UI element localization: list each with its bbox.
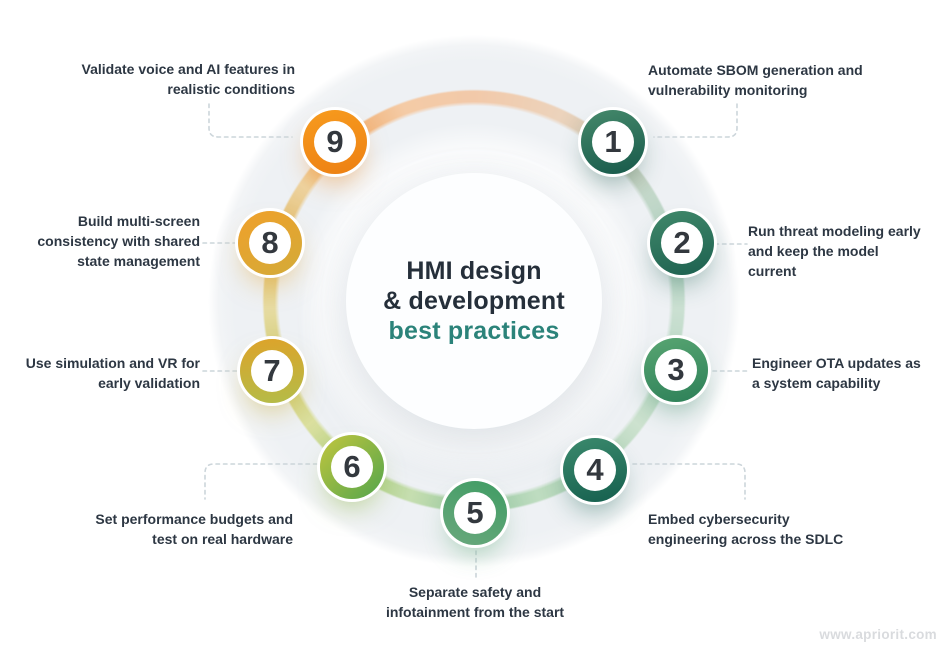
label-line: consistency with shared bbox=[37, 233, 200, 249]
step-ring-3 bbox=[644, 338, 708, 402]
step-node-5: 5 bbox=[443, 481, 507, 545]
step-core-5 bbox=[454, 492, 496, 534]
step-number-9: 9 bbox=[326, 124, 344, 159]
step-core-3 bbox=[655, 349, 697, 391]
label-line: test on real hardware bbox=[152, 531, 293, 547]
step-node-7: 7 bbox=[240, 339, 304, 403]
step-ring-1 bbox=[581, 110, 645, 174]
step-core-6 bbox=[331, 446, 373, 488]
step-node-6: 6 bbox=[320, 435, 384, 499]
step-node-8: 8 bbox=[238, 211, 302, 275]
step-label-6: Set performance budgets and test on real… bbox=[95, 509, 293, 549]
step-node-3: 3 bbox=[644, 338, 708, 402]
step-label-1: Automate SBOM generation and vulnerabili… bbox=[648, 60, 863, 100]
step-ring-4 bbox=[563, 438, 627, 502]
step-ring-2 bbox=[650, 211, 714, 275]
step-core-7 bbox=[251, 350, 293, 392]
connector-4 bbox=[632, 463, 746, 500]
label-line: vulnerability monitoring bbox=[648, 82, 808, 98]
step-label-4: Embed cybersecurity engineering across t… bbox=[648, 509, 843, 549]
step-number-8: 8 bbox=[261, 225, 279, 260]
title-line-1: HMI design bbox=[406, 257, 542, 285]
step-ring-5 bbox=[443, 481, 507, 545]
connector-6 bbox=[204, 463, 318, 500]
label-line: state management bbox=[77, 253, 200, 269]
step-label-3: Engineer OTA updates as a system capabil… bbox=[752, 353, 921, 393]
step-core-4 bbox=[574, 449, 616, 491]
step-label-2: Run threat modeling early and keep the m… bbox=[748, 221, 921, 281]
step-ring-9 bbox=[303, 110, 367, 174]
label-line: Separate safety and bbox=[408, 584, 542, 600]
step-number-2: 2 bbox=[673, 225, 691, 260]
step-label-5: Separate safety and infotainment from th… bbox=[386, 582, 564, 622]
label-line: Use simulation and VR for bbox=[25, 355, 200, 371]
label-line: infotainment from the start bbox=[385, 604, 565, 620]
connector-9 bbox=[208, 103, 293, 138]
step-core-8 bbox=[249, 222, 291, 264]
step-node-4: 4 bbox=[563, 438, 627, 502]
label-line: engineering across the SDLC bbox=[648, 531, 844, 547]
connector-1 bbox=[653, 103, 738, 138]
step-number-6: 6 bbox=[343, 449, 361, 484]
label-line: Build multi-screen bbox=[77, 213, 200, 229]
step-number-7: 7 bbox=[263, 353, 281, 388]
label-line: Set performance budgets and bbox=[95, 511, 293, 527]
title-line-3: best practices bbox=[388, 317, 560, 345]
label-line: realistic conditions bbox=[167, 81, 295, 97]
step-ring-6 bbox=[320, 435, 384, 499]
label-line: early validation bbox=[98, 375, 200, 391]
step-node-2: 2 bbox=[650, 211, 714, 275]
label-line: Validate voice and AI features in bbox=[81, 61, 295, 77]
step-label-9: Validate voice and AI features in realis… bbox=[82, 59, 295, 99]
step-core-2 bbox=[661, 222, 703, 264]
step-label-8: Build multi-screen consistency with shar… bbox=[37, 211, 200, 271]
step-ring-7 bbox=[240, 339, 304, 403]
title-line-2: & development bbox=[383, 287, 565, 315]
label-line: current bbox=[748, 263, 797, 279]
label-line: Run threat modeling early bbox=[748, 223, 921, 239]
label-line: a system capability bbox=[752, 375, 881, 391]
step-label-7: Use simulation and VR for early validati… bbox=[26, 353, 200, 393]
step-number-5: 5 bbox=[466, 495, 484, 530]
step-core-9 bbox=[314, 121, 356, 163]
label-line: and keep the model bbox=[748, 243, 879, 259]
step-node-1: 1 bbox=[581, 110, 645, 174]
step-number-1: 1 bbox=[604, 124, 622, 159]
watermark-url: www.apriorit.com bbox=[819, 627, 937, 642]
label-line: Engineer OTA updates as bbox=[752, 355, 921, 371]
step-node-9: 9 bbox=[303, 110, 367, 174]
page-title: HMI design & development best practices bbox=[383, 256, 565, 346]
step-number-3: 3 bbox=[667, 352, 685, 387]
step-ring-8 bbox=[238, 211, 302, 275]
label-line: Embed cybersecurity bbox=[648, 511, 790, 527]
step-core-1 bbox=[592, 121, 634, 163]
label-line: Automate SBOM generation and bbox=[648, 62, 863, 78]
center-title-card: HMI design & development best practices bbox=[346, 173, 602, 429]
step-number-4: 4 bbox=[586, 452, 604, 487]
